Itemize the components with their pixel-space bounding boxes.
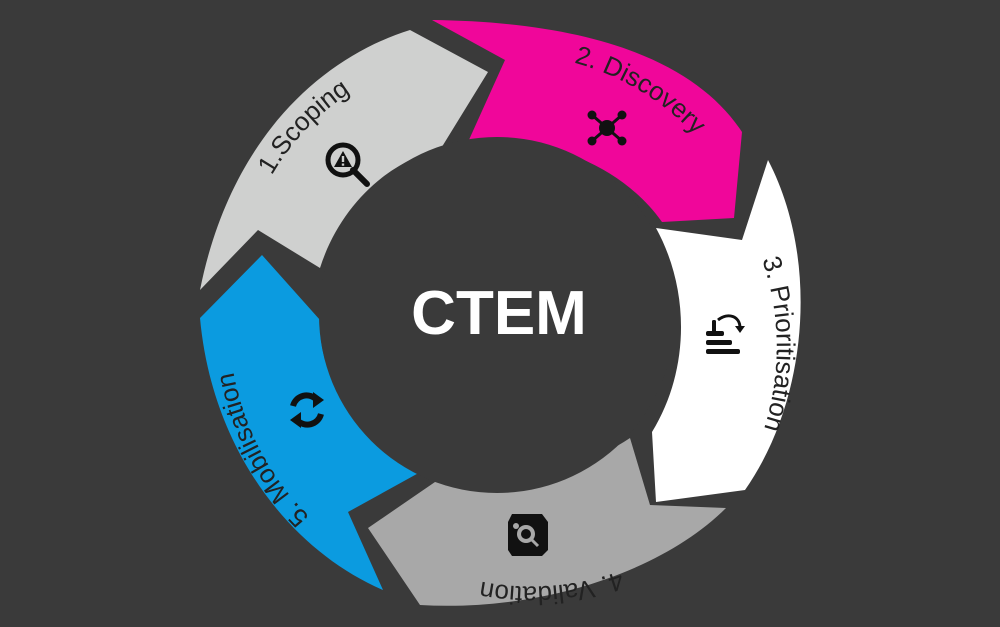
sort-bars-icon: [706, 314, 745, 354]
refresh-cycle-icon: [290, 392, 324, 428]
target-gear-icon: [508, 514, 548, 556]
segment-prioritisation: [652, 160, 801, 502]
center-disc: [319, 137, 675, 493]
magnifier-warning-icon: [325, 142, 370, 187]
network-nodes-icon: [587, 110, 627, 146]
segment-discovery: [432, 20, 742, 222]
center-title: CTEM: [411, 279, 587, 348]
